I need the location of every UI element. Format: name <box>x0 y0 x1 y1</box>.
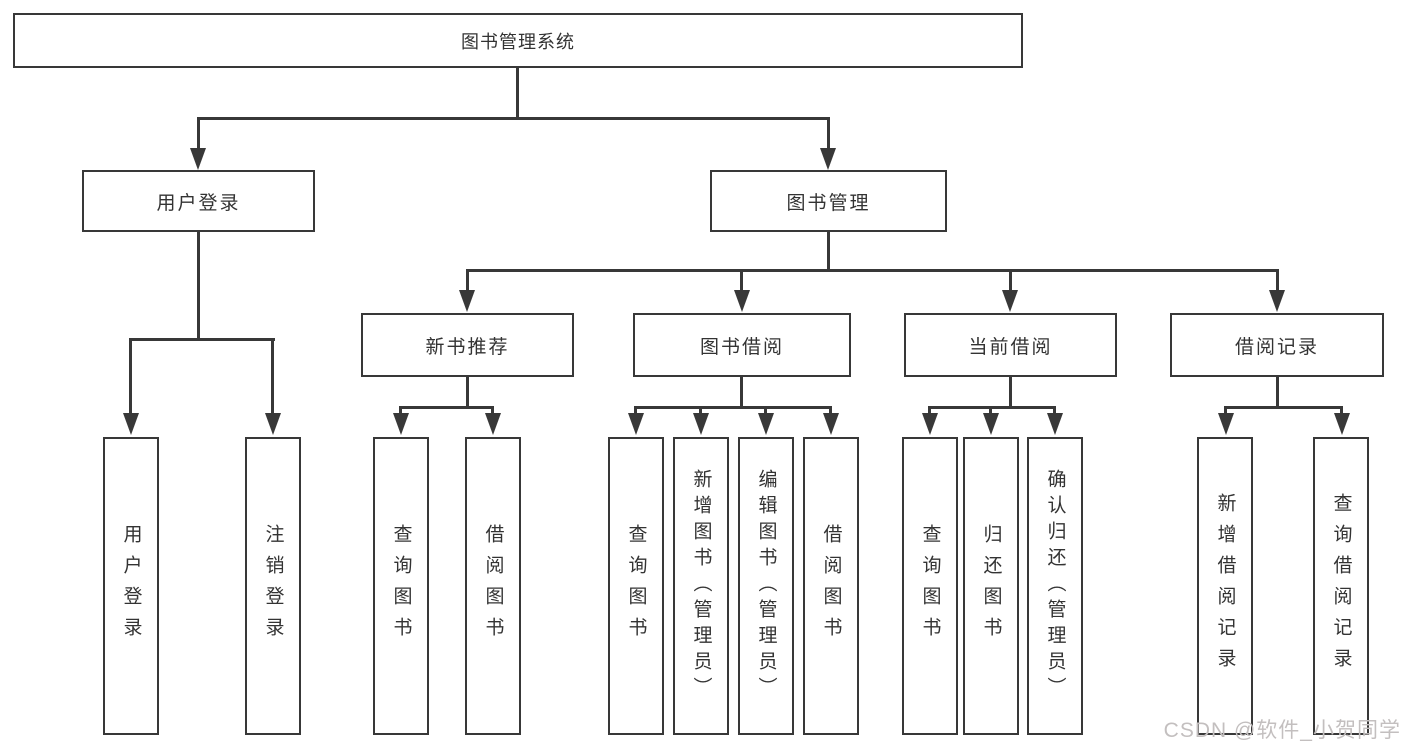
leaf-logout: 注销登录 <box>245 437 301 735</box>
connector-current-stem <box>1009 377 1012 409</box>
arrowhead-down-icon <box>1218 413 1234 435</box>
node-borrowing-records: 借阅记录 <box>1170 313 1384 377</box>
arrowhead-down-icon <box>758 413 774 435</box>
connector-root-bar <box>197 117 830 120</box>
leaf-add-book-admin: 新增图书（管理员） <box>673 437 729 735</box>
arrowhead-down-icon <box>693 413 709 435</box>
connector-current-bar <box>929 406 1056 409</box>
connector-drop-leaf <box>399 406 402 415</box>
connector-drop-leaf <box>699 406 702 415</box>
connector-drop-leaf <box>829 406 832 415</box>
connector-drop-leaf <box>928 406 931 415</box>
arrowhead-down-icon <box>1002 290 1018 312</box>
connector-drop-leaf <box>271 338 274 415</box>
connector-drop-book-management <box>827 117 830 148</box>
arrowhead-down-icon <box>823 413 839 435</box>
connector-records-bar <box>1225 406 1342 409</box>
leaf-query-books-current: 查询图书 <box>902 437 958 735</box>
connector-drop-leaf <box>1053 406 1056 415</box>
leaf-add-borrow-record: 新增借阅记录 <box>1197 437 1253 735</box>
leaf-user-login: 用户登录 <box>103 437 159 735</box>
connector-borrowing-stem <box>740 377 743 409</box>
arrowhead-down-icon <box>485 413 501 435</box>
arrowhead-down-icon <box>734 290 750 312</box>
arrowhead-down-icon <box>922 413 938 435</box>
connector-drop-leaf <box>989 406 992 415</box>
connector-drop-leaf <box>129 338 132 415</box>
connector-root-stem <box>516 68 519 119</box>
arrowhead-down-icon <box>459 290 475 312</box>
connector-user-login-bar <box>130 338 275 341</box>
arrowhead-down-icon <box>190 148 206 170</box>
connector-recommend-bar <box>400 406 494 409</box>
arrowhead-down-icon <box>123 413 139 435</box>
connector-drop-level3 <box>740 269 743 290</box>
arrowhead-down-icon <box>1269 290 1285 312</box>
connector-records-stem <box>1276 377 1279 409</box>
connector-book-management-stem <box>827 232 830 272</box>
connector-drop-level3 <box>1009 269 1012 290</box>
connector-drop-level3 <box>466 269 469 290</box>
node-new-book-recommend: 新书推荐 <box>361 313 574 377</box>
connector-drop-leaf <box>491 406 494 415</box>
connector-user-login-stem <box>197 232 200 340</box>
arrowhead-down-icon <box>1047 413 1063 435</box>
connector-recommend-stem <box>466 377 469 409</box>
connector-drop-leaf <box>764 406 767 415</box>
connector-drop-leaf <box>634 406 637 415</box>
node-book-borrowing: 图书借阅 <box>633 313 851 377</box>
arrowhead-down-icon <box>265 413 281 435</box>
leaf-confirm-return-admin: 确认归还（管理员） <box>1027 437 1083 735</box>
arrowhead-down-icon <box>983 413 999 435</box>
leaf-borrow-books-borrowing: 借阅图书 <box>803 437 859 735</box>
leaf-edit-book-admin: 编辑图书（管理员） <box>738 437 794 735</box>
arrowhead-down-icon <box>1334 413 1350 435</box>
leaf-return-books: 归还图书 <box>963 437 1019 735</box>
connector-drop-user-login <box>197 117 200 148</box>
leaf-query-borrow-record: 查询借阅记录 <box>1313 437 1369 735</box>
node-current-borrowing: 当前借阅 <box>904 313 1117 377</box>
arrowhead-down-icon <box>393 413 409 435</box>
node-root: 图书管理系统 <box>13 13 1023 68</box>
connector-book-management-bar <box>466 269 1279 272</box>
connector-drop-leaf <box>1224 406 1227 415</box>
connector-drop-level3 <box>1276 269 1279 290</box>
connector-borrowing-bar <box>635 406 832 409</box>
arrowhead-down-icon <box>628 413 644 435</box>
leaf-query-books-recommend: 查询图书 <box>373 437 429 735</box>
leaf-query-books-borrowing: 查询图书 <box>608 437 664 735</box>
watermark: CSDN @软件_小贺同学 <box>1163 719 1401 742</box>
node-book-management: 图书管理 <box>710 170 947 232</box>
leaf-borrow-books-recommend: 借阅图书 <box>465 437 521 735</box>
node-user-login: 用户登录 <box>82 170 315 232</box>
connector-drop-leaf <box>1340 406 1343 415</box>
arrowhead-down-icon <box>820 148 836 170</box>
